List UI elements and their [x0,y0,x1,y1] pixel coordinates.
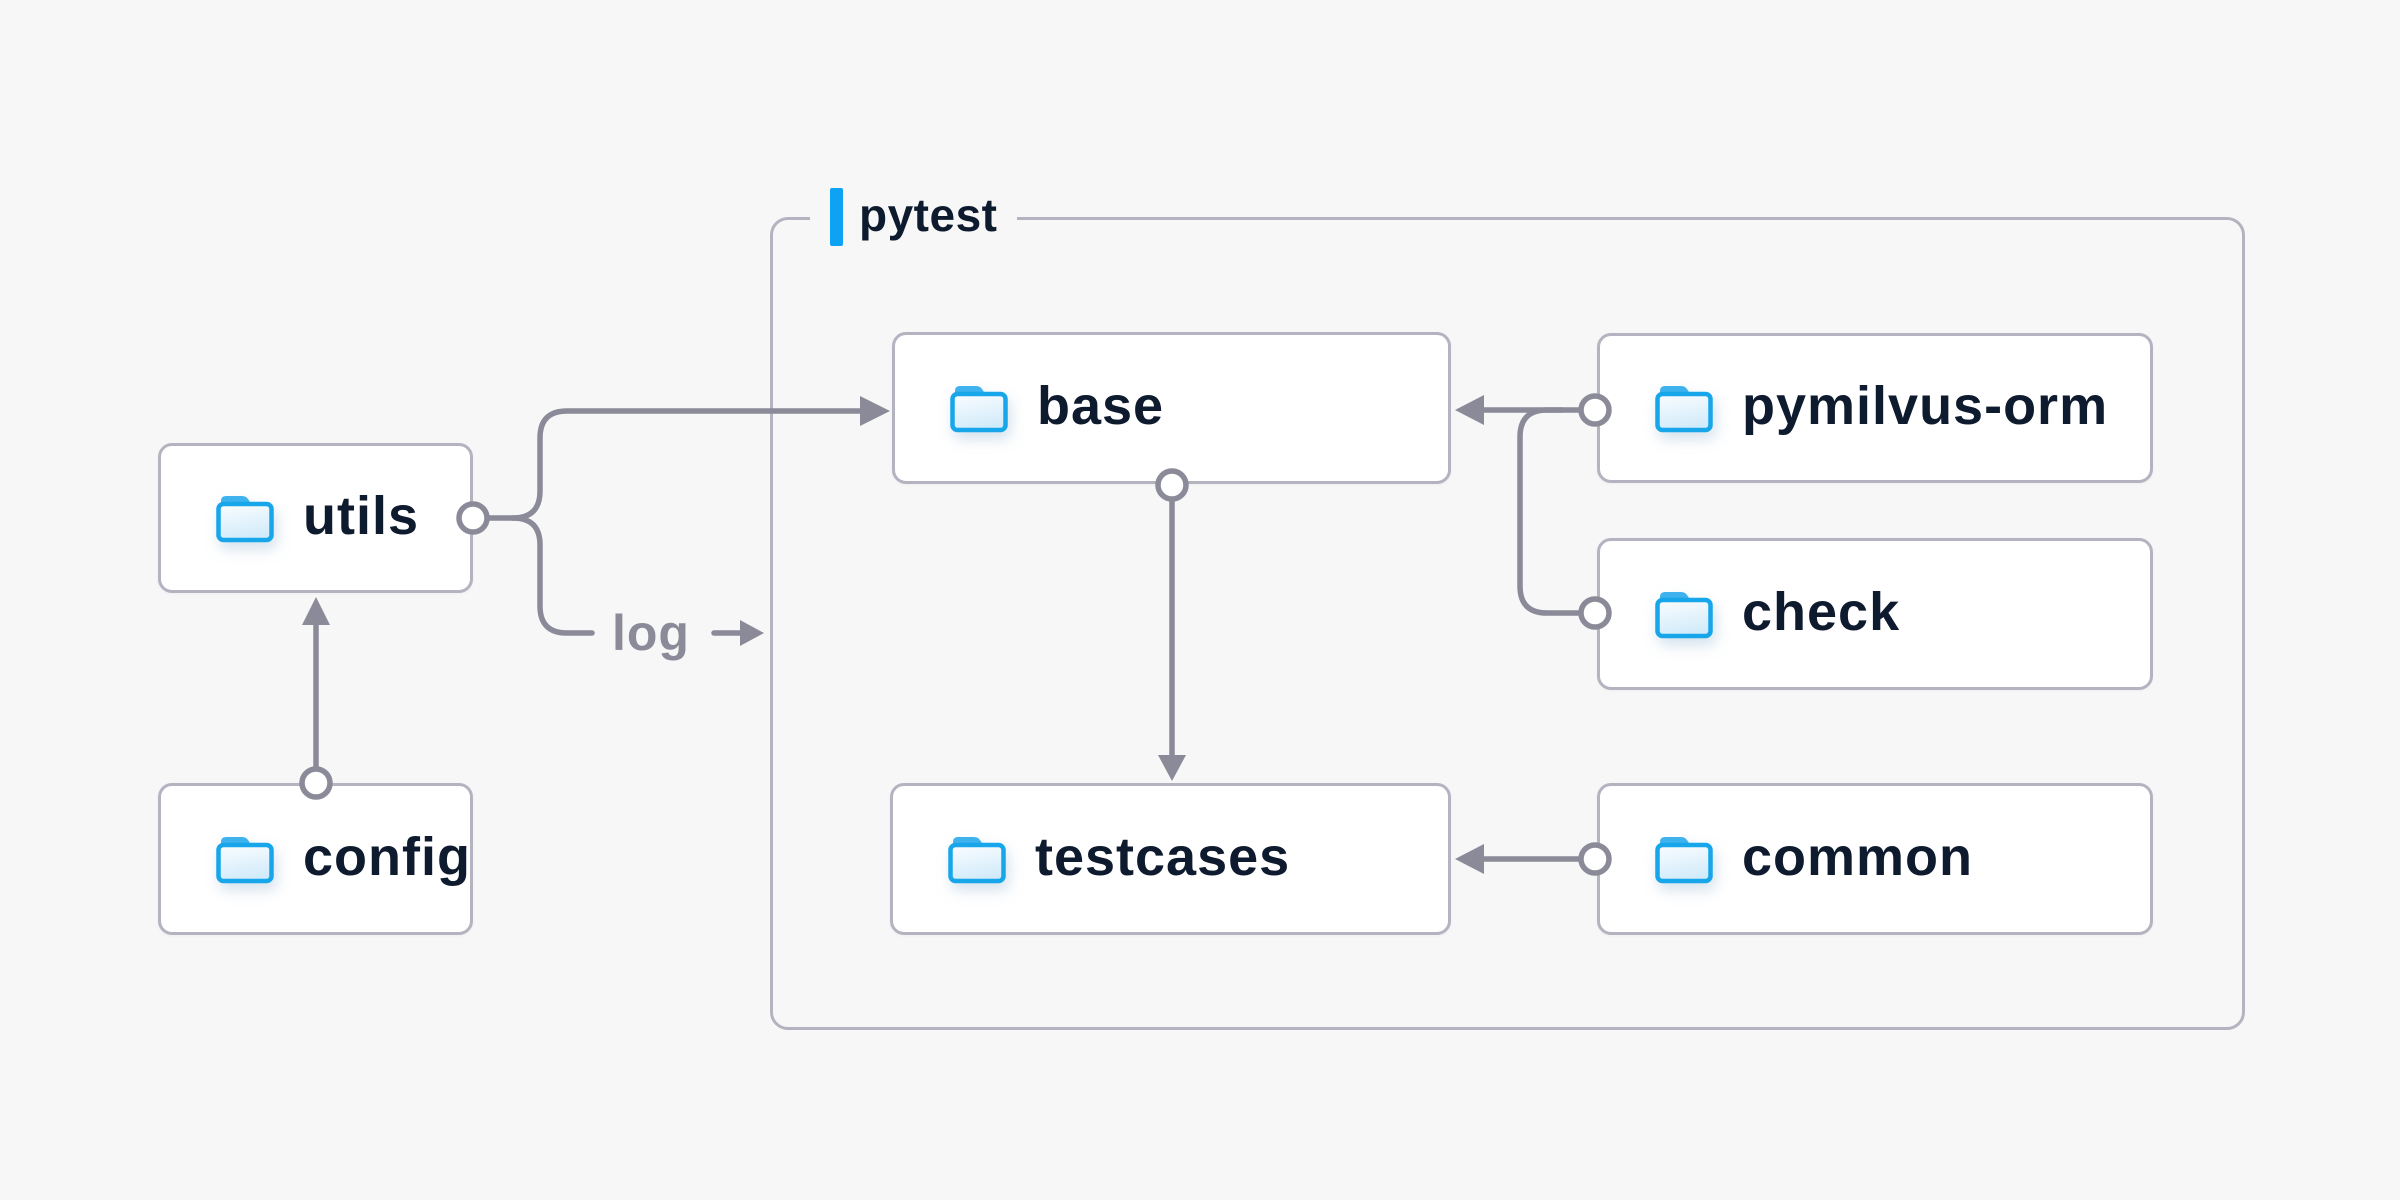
pytest-group-label: pytest [810,186,1018,248]
edge-utils-log [510,515,595,636]
node-label: common [1742,827,1974,887]
pytest-group-title: pytest [859,189,998,241]
node-check: check [1597,538,2153,690]
node-label: testcases [1035,827,1291,887]
accent-bar-icon [830,188,843,246]
folder-icon [1655,837,1713,884]
arrowhead-into-utils [302,597,330,625]
node-label: pymilvus-orm [1742,376,2109,436]
arrowhead-log [740,620,764,646]
folder-icon [950,386,1008,433]
node-base: base [892,332,1451,484]
node-config: config [158,783,473,935]
node-label: base [1037,376,1165,436]
pytest-group-container [770,217,2245,1030]
folder-icon [216,496,274,543]
node-label: utils [303,486,420,546]
node-label: check [1742,582,1901,642]
node-testcases: testcases [890,783,1451,935]
folder-icon [948,837,1006,884]
folder-icon [216,837,274,884]
node-utils: utils [158,443,473,593]
node-pymilvus-orm: pymilvus-orm [1597,333,2153,483]
folder-icon [1655,592,1713,639]
node-common: common [1597,783,2153,935]
log-edge-label: log [612,605,690,661]
folder-icon [1655,386,1713,433]
node-label: config [303,827,471,887]
